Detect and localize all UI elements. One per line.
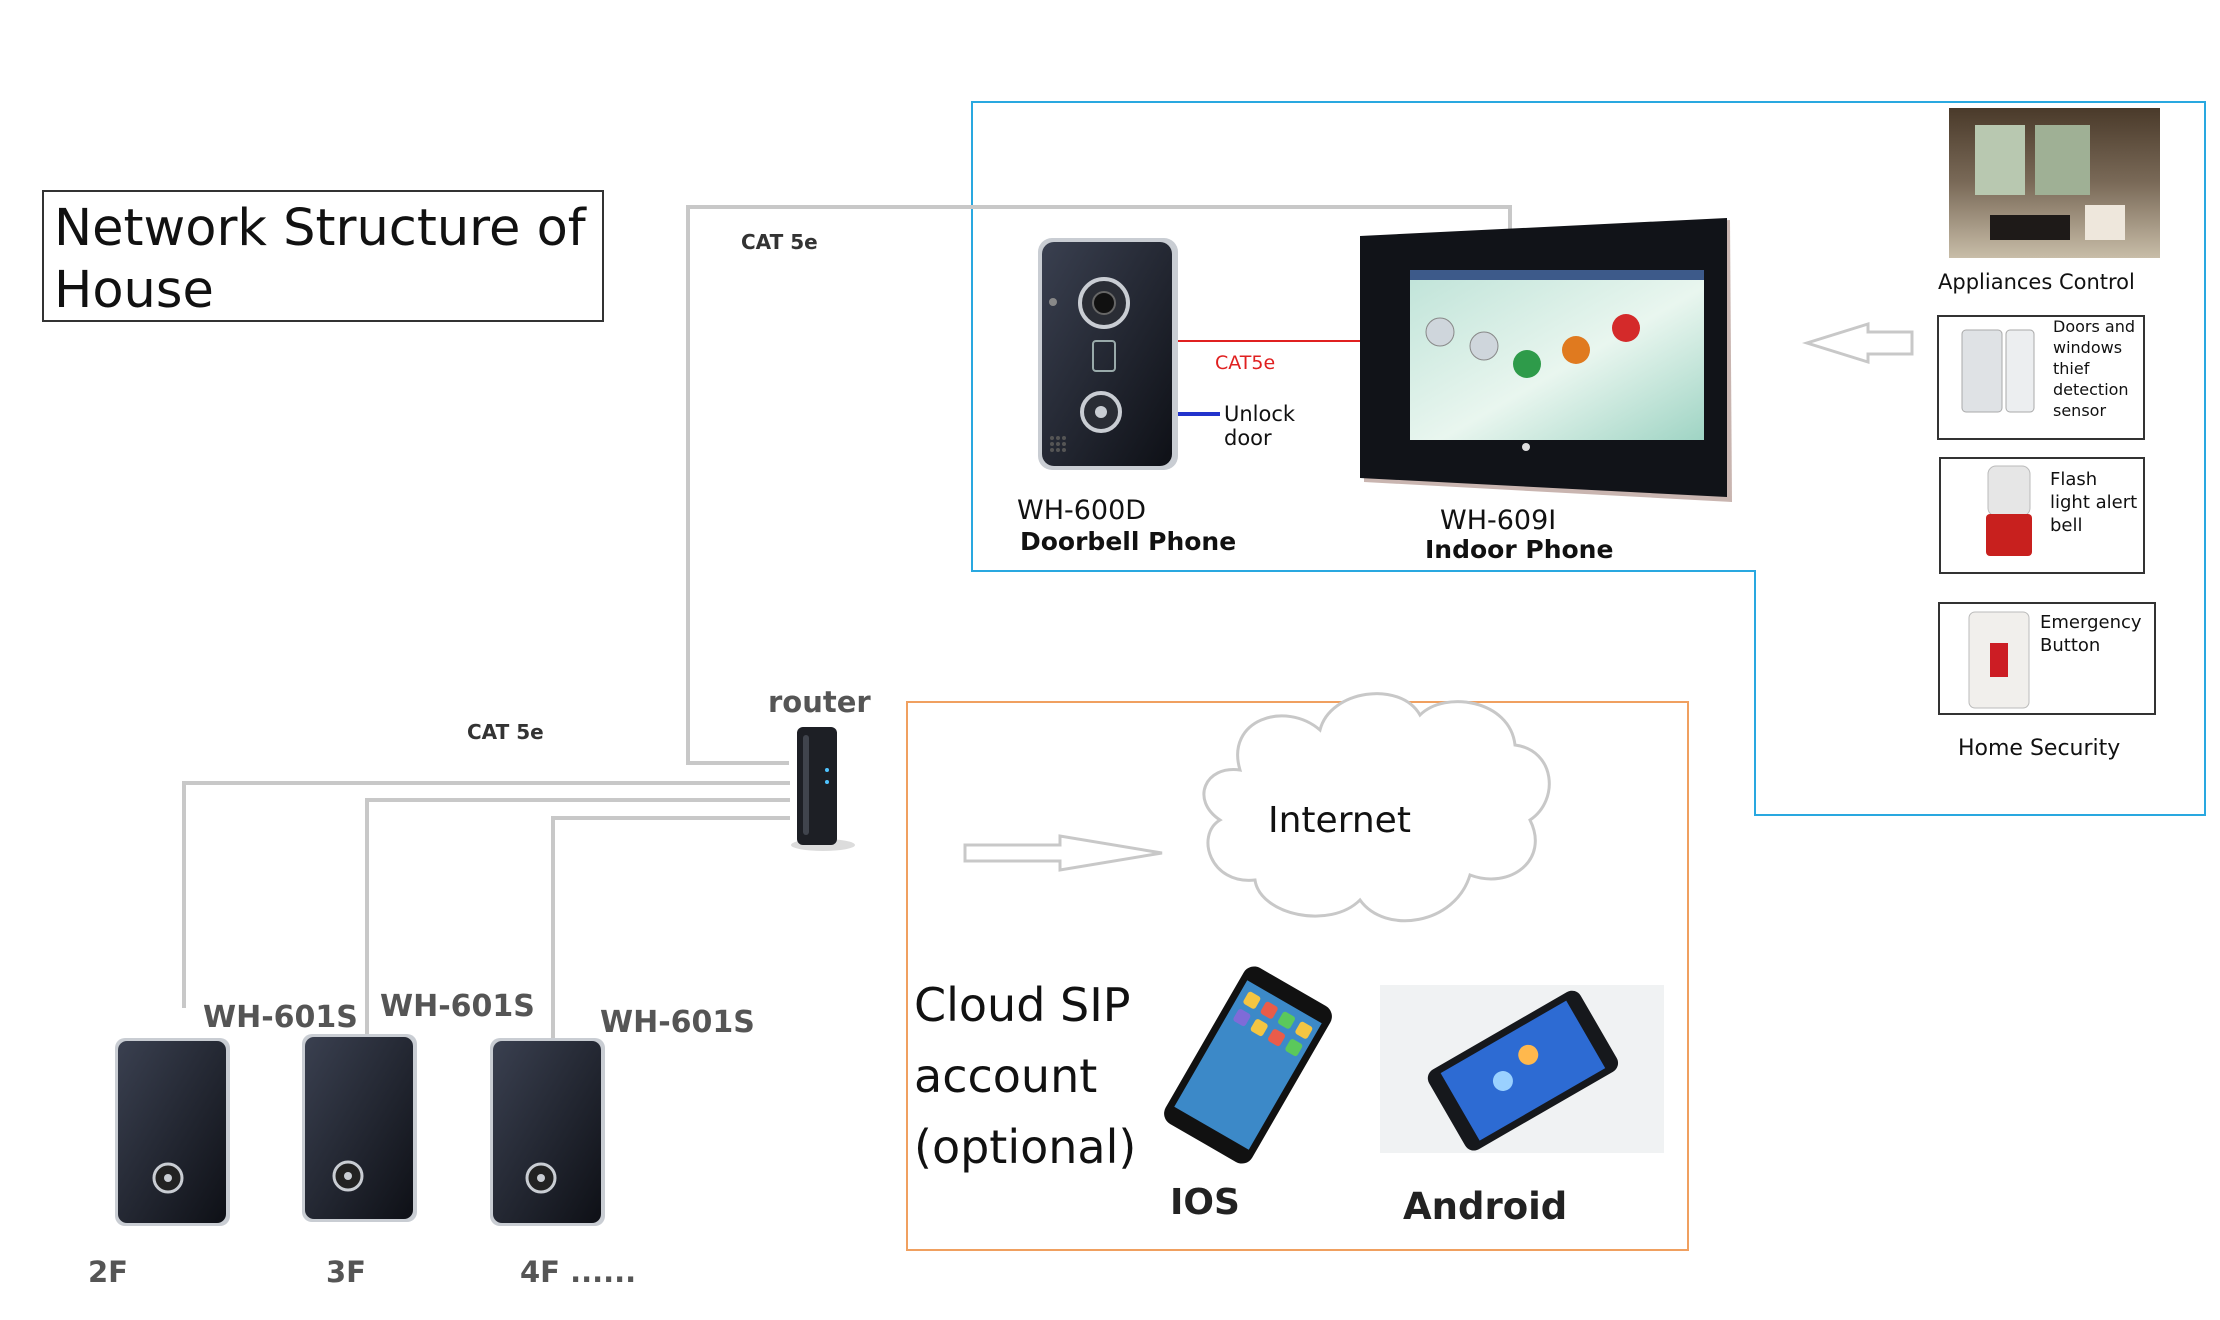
panel-2f-device xyxy=(115,1038,230,1226)
cable-to-indoor xyxy=(686,205,1512,765)
cable-2f xyxy=(182,781,790,1008)
appliances-photo xyxy=(1949,108,2160,258)
arrow-to-internet xyxy=(963,834,1163,872)
indoor-monitor xyxy=(1360,218,1732,502)
android-label: Android xyxy=(1403,1185,1568,1228)
indoor-name: Indoor Phone xyxy=(1425,535,1614,564)
panel-4f-device xyxy=(490,1038,605,1226)
sip-line-1: Cloud SIP xyxy=(914,978,1131,1032)
panel-3f-label: WH-601S xyxy=(380,989,535,1024)
doorbell-model: WH-600D xyxy=(1017,495,1147,526)
door-sensor-text: Doors and windows thief detection sensor xyxy=(2053,317,2135,420)
floor-4f-label: 4F ...... xyxy=(520,1255,637,1289)
panel-3f-device xyxy=(302,1034,417,1222)
android-phone-icon xyxy=(1427,990,1619,1151)
emergency-button-icon xyxy=(1968,611,2030,709)
doorbell-device xyxy=(1038,238,1178,470)
cable-3f xyxy=(365,798,790,1040)
flash-bell-icon xyxy=(1986,465,2032,556)
flash-bell-text: Flash light alert bell xyxy=(2050,469,2138,536)
panel-2f-label: WH-601S xyxy=(203,1000,358,1035)
sip-line-3: (optional) xyxy=(914,1120,1137,1174)
doorbell-name: Doorbell Phone xyxy=(1020,527,1237,556)
router-icon xyxy=(791,727,855,851)
flash-bell-box xyxy=(1939,457,2145,574)
appliances-label: Appliances Control xyxy=(1938,270,2135,294)
floor-2f-label: 2F xyxy=(88,1255,128,1289)
panel-4f-label: WH-601S xyxy=(600,1005,755,1040)
router-label: router xyxy=(768,685,871,719)
ios-label: IOS xyxy=(1170,1182,1240,1223)
cloud-icon xyxy=(1202,692,1551,923)
unlock-door-label: Unlock door xyxy=(1224,402,1296,450)
cable-4f xyxy=(551,816,790,1050)
floor-3f-label: 3F xyxy=(326,1255,366,1289)
page-title: Network Structure of House xyxy=(42,190,604,322)
cat5e-cables xyxy=(182,205,1512,1050)
orange-frame xyxy=(906,701,1689,1251)
door-sensor-icon xyxy=(1961,329,2035,413)
indoor-model: WH-609I xyxy=(1440,505,1557,536)
emergency-button-text: Emergency Button xyxy=(2040,612,2142,656)
sip-line-2: account xyxy=(914,1049,1098,1103)
cat5e-top-label: CAT 5e xyxy=(741,230,818,254)
blue-frame xyxy=(971,101,2206,816)
arrow-to-indoor xyxy=(1801,321,1914,365)
iphone-icon xyxy=(1164,966,1332,1164)
cat5e-left-label: CAT 5e xyxy=(467,720,544,744)
internet-label: Internet xyxy=(1268,800,1411,841)
cat5e-red-label: CAT5e xyxy=(1215,352,1276,374)
home-security-label: Home Security xyxy=(1958,736,2121,761)
